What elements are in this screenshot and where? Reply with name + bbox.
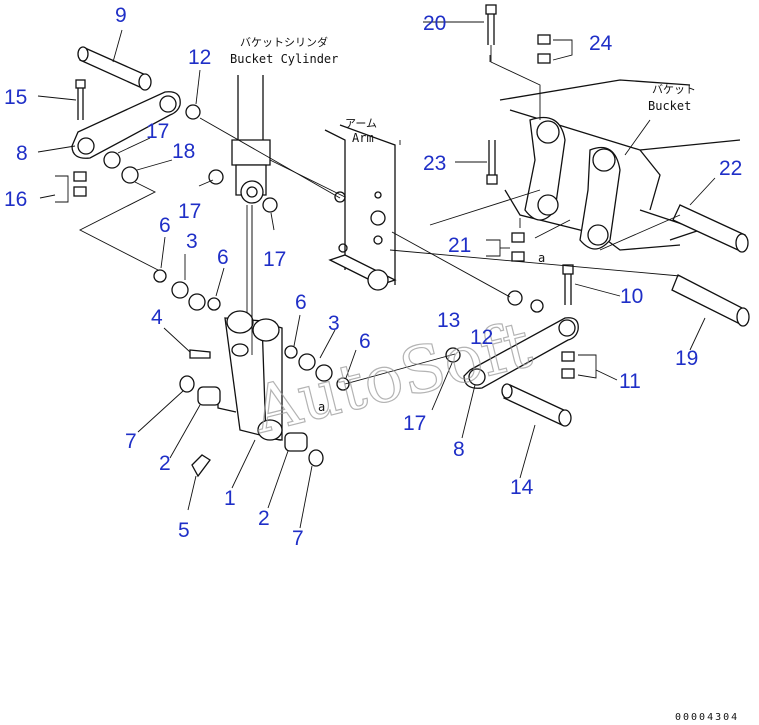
leader-lines <box>37 21 716 529</box>
bolt-10 <box>562 264 574 305</box>
grease-fitting-4 <box>189 349 211 359</box>
nut-11b <box>561 368 575 379</box>
washer-12-left <box>185 104 201 120</box>
link-right <box>445 317 579 389</box>
nut-11a <box>561 351 575 362</box>
callout-4: 4 <box>151 306 163 329</box>
callout-14: 14 <box>510 476 534 499</box>
washer-12-right <box>530 299 544 313</box>
link-left <box>71 91 181 159</box>
callout-18: 18 <box>172 140 195 163</box>
pin-19 <box>671 274 750 327</box>
pin-9 <box>77 46 152 91</box>
callout-2: 2 <box>159 452 171 475</box>
label-arm-en: Arm <box>352 131 374 145</box>
bushing-2-right <box>284 432 308 452</box>
callout-7: 7 <box>125 430 137 453</box>
pin-14 <box>501 383 572 427</box>
ring-6-left <box>153 269 167 283</box>
callout-19: 19 <box>675 347 698 370</box>
callout-5: 5 <box>178 519 190 542</box>
washer-18-left <box>121 166 139 184</box>
callout-9: 9 <box>115 4 127 27</box>
washer-13 <box>507 290 523 306</box>
callout-6-b: 6 <box>217 246 229 269</box>
bushing-2-left <box>197 386 221 406</box>
callout-10: 10 <box>620 285 643 308</box>
callout-6-c: 6 <box>295 291 307 314</box>
callout-17-b: 17 <box>178 200 201 223</box>
callouts: 9 15 12 17 18 8 16 6 3 17 17 6 4 7 2 5 1… <box>4 4 742 550</box>
callout-6: 6 <box>159 214 171 237</box>
seal-7-left <box>179 375 195 393</box>
elbow-5 <box>191 454 211 478</box>
watermark: AutoSoft <box>245 308 539 449</box>
label-arm-jp: アーム <box>345 117 377 130</box>
bolt-15 <box>75 79 86 120</box>
callout-17-c: 17 <box>263 248 286 271</box>
ring-6-left2 <box>207 297 221 311</box>
link-lower <box>217 310 283 441</box>
seal-7-right <box>308 449 324 467</box>
callout-20: 20 <box>423 12 446 35</box>
bolt-20 <box>485 4 497 45</box>
callout-12: 12 <box>188 46 211 69</box>
ring-3-right <box>315 364 333 382</box>
callout-8-b: 8 <box>453 438 465 461</box>
callout-22: 22 <box>719 157 742 180</box>
label-bucket-jp: バケット <box>652 83 696 96</box>
ring-6-right <box>284 345 298 359</box>
nut-24b <box>537 53 551 64</box>
boss-3-left <box>171 281 189 299</box>
label-ref-a-right: a <box>538 251 545 265</box>
callout-1: 1 <box>224 487 236 510</box>
callout-21: 21 <box>448 234 471 257</box>
boss-3-right <box>298 353 316 371</box>
washer-17-left <box>103 151 121 169</box>
label-bucket-cylinder-en: Bucket Cylinder <box>230 52 338 66</box>
label-bucket-en: Bucket <box>648 99 691 113</box>
arm <box>324 124 397 291</box>
nut-21b <box>511 251 525 262</box>
diagram-code: 00004304 <box>675 712 739 723</box>
pin-22 <box>672 204 749 253</box>
bucket-cylinder <box>231 75 271 320</box>
callout-15: 15 <box>4 86 27 109</box>
callout-8: 8 <box>16 142 28 165</box>
callout-16: 16 <box>4 188 27 211</box>
callout-13: 13 <box>437 309 460 332</box>
callout-6-d: 6 <box>359 330 371 353</box>
nut-21a <box>511 232 525 243</box>
callout-7-b: 7 <box>292 527 304 550</box>
callout-17: 17 <box>146 120 169 143</box>
label-bucket-cylinder-jp: バケットシリンダ <box>240 35 328 49</box>
ring-3-left <box>188 293 206 311</box>
callout-12-b: 12 <box>470 326 493 349</box>
ring-6-right2 <box>336 377 350 391</box>
washer-17-center <box>208 169 224 185</box>
callout-17-d: 17 <box>403 412 426 435</box>
nut-24a <box>537 34 551 45</box>
callout-24: 24 <box>589 32 613 55</box>
callout-3: 3 <box>186 230 198 253</box>
bolt-23 <box>486 140 498 185</box>
washer-17-right <box>262 197 278 213</box>
callout-23: 23 <box>423 152 446 175</box>
callout-2-b: 2 <box>258 507 270 530</box>
callout-11: 11 <box>619 370 641 393</box>
nuts-16 <box>55 171 87 203</box>
callout-3-b: 3 <box>328 312 340 335</box>
label-ref-a-left: a <box>318 400 325 414</box>
